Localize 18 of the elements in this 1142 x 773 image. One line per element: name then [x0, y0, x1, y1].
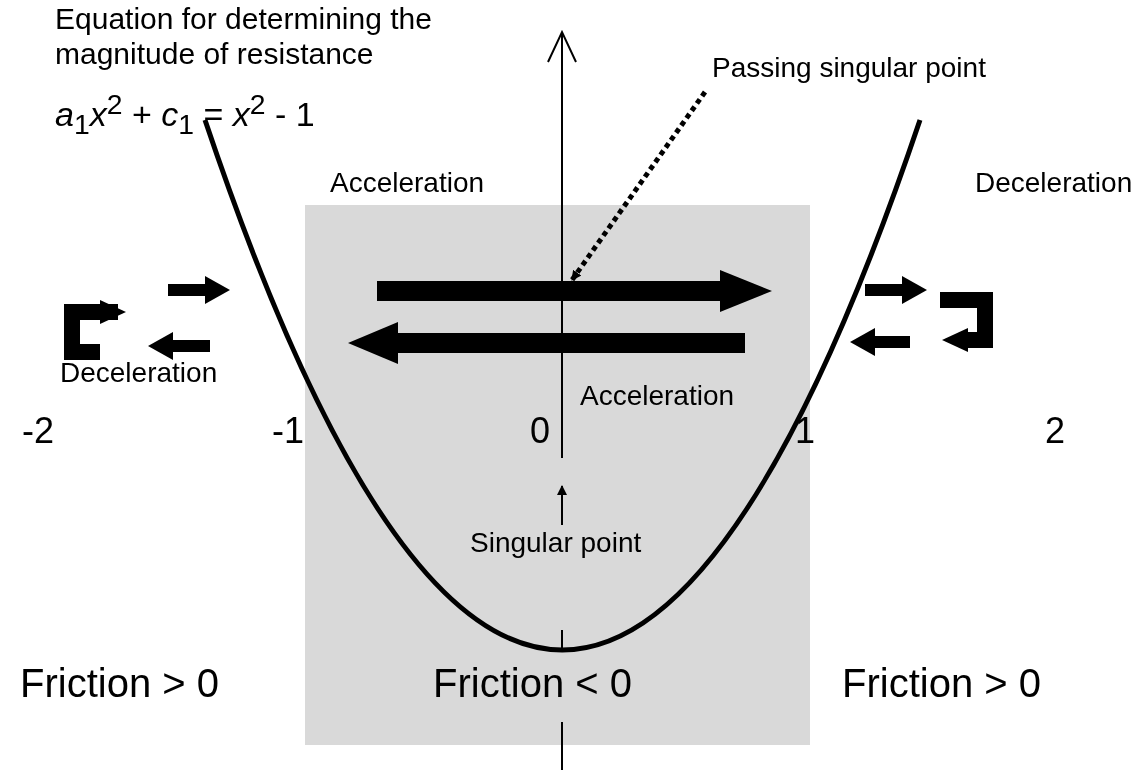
- motion-label: Acceleration: [330, 167, 485, 200]
- equation-text: a$_{1}$x$^{2}$ + c$_{1}$ = x$^{2}$ - 1: [55, 88, 315, 141]
- region-label: Friction > 0: [842, 660, 1041, 706]
- motion-label: Deceleration: [975, 167, 1133, 200]
- tick-label: 1: [795, 410, 816, 452]
- leader-arrow: [557, 485, 567, 526]
- region-label: Friction > 0: [20, 660, 219, 706]
- caption-text: Equation for determining the magnitude of resistance: [55, 2, 433, 71]
- tick-label: 0: [530, 410, 551, 452]
- dotted-leader-arrow: [569, 90, 708, 282]
- motion-label: Deceleration: [60, 357, 218, 390]
- tick-label: -1: [272, 410, 304, 452]
- annotation-text: Singular point: [470, 527, 642, 560]
- annotation-text: Passing singular point: [712, 52, 986, 85]
- motion-label: Acceleration: [580, 380, 735, 413]
- tick-label: 2: [1045, 410, 1066, 452]
- region-label: Friction < 0: [433, 660, 632, 706]
- tick-label: -2: [22, 410, 54, 452]
